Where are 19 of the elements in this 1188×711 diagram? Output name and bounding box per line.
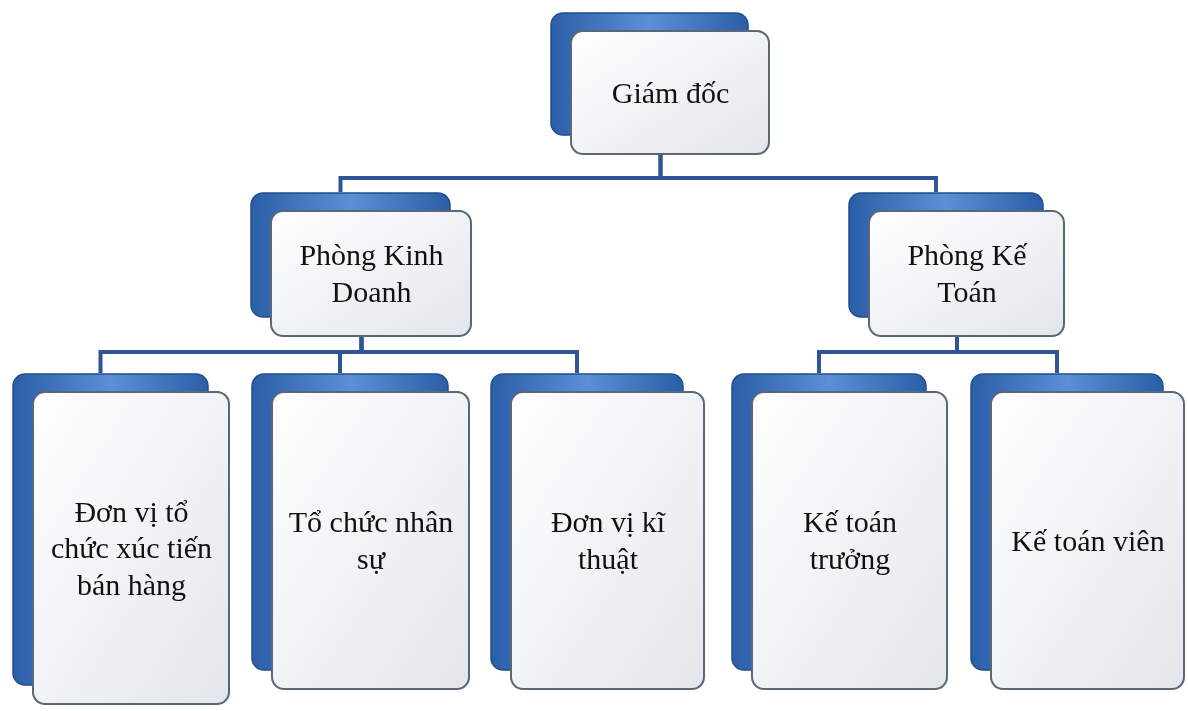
box-label: Phòng Kinh Doanh (298, 237, 445, 310)
org-chart-box (848, 192, 1065, 337)
box-label: Kế toán viên (1011, 522, 1165, 559)
connector-line (955, 337, 1059, 373)
connector-line (658, 155, 938, 192)
org-chart-box (250, 192, 472, 337)
org-chart-box (731, 373, 948, 690)
box-label: Đơn vị tổ chức xúc tiến bán hàng (49, 493, 214, 603)
box-label: Tổ chức nhân sự (287, 504, 455, 577)
connector-line (359, 337, 579, 373)
box-label: Kế toán trưởng (801, 504, 899, 577)
org-chart-box (490, 373, 705, 690)
box-label: Giám đốc (611, 74, 730, 111)
org-chart-box (550, 12, 770, 155)
org-chart-box (970, 373, 1185, 690)
box-label: Đơn vị kĩ thuật (549, 504, 667, 577)
box-label: Phòng Kế Toán (906, 237, 1028, 310)
org-chart-box (251, 373, 470, 690)
org-chart-box (12, 373, 230, 705)
